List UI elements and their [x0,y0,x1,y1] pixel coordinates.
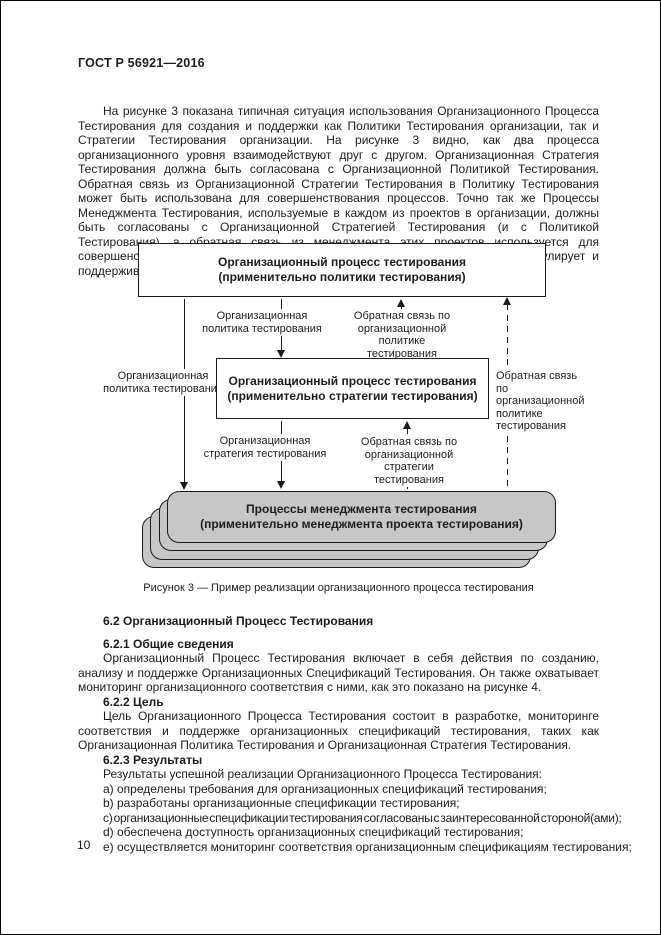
list-item-c: c) организационные спецификации тестиров… [103,810,622,825]
list-item-a: a) определены требования для организацио… [103,781,547,796]
label-strategy-feedback: Обратная связь по организационной страте… [339,435,479,487]
diagram-box-management-processes: Процессы менеджмента тестирования (приме… [167,491,556,543]
arrowhead-down-icon [277,350,285,358]
list-item-e: e) осуществляется мониторинг соответстви… [103,839,632,854]
list-item-d: d) обеспечена доступность организационны… [103,825,524,839]
label-policy-feedback-right: Обратная связь по организационной полити… [496,369,596,434]
figure-caption: Рисунок 3 — Пример реализации организаци… [143,582,534,594]
arrowhead-up-icon [503,297,511,305]
list-item-b: b) разработаны организационные специфика… [103,796,460,810]
paragraph-6-2-1: Организационный Процесс Тестирования вкл… [78,651,599,694]
heading-6-2-3: 6.2.3 Результаты [103,752,203,767]
heading-6-2-2: 6.2.2 Цель [103,694,164,709]
diagram-box-test-policy-process: Организационный процесс тестирования (пр… [138,243,546,297]
label-policy-feedback: Обратная связь по организационной полити… [337,309,467,361]
section-6-2: 6.2 Организационный Процесс Тестирования… [78,612,632,854]
arrowhead-up-icon [403,421,411,429]
label-org-policy-left: Организационная политика тестирования [99,369,227,396]
label-org-policy: Организационная политика тестирования [197,309,327,336]
arrowhead-up-icon [397,299,405,307]
page-number: 10 [77,838,91,852]
label-org-strategy: Организационная стратегия тестирования [200,434,330,461]
heading-6-2-1: 6.2.1 Общие сведения [103,636,234,651]
paragraph-6-2-2: Цель Организационного Процесса Тестирова… [78,709,599,752]
arrowhead-down-icon [180,482,188,490]
heading-6-2: 6.2 Организационный Процесс Тестирования [103,614,374,628]
paragraph-6-2-3-lead: Результаты успешной реализации Организац… [103,767,542,781]
diagram-box-test-strategy-process: Организационный процесс тестирования (пр… [216,358,489,419]
page-header: ГОСТ Р 56921—2016 [78,56,205,70]
arrowhead-down-icon [277,481,285,489]
